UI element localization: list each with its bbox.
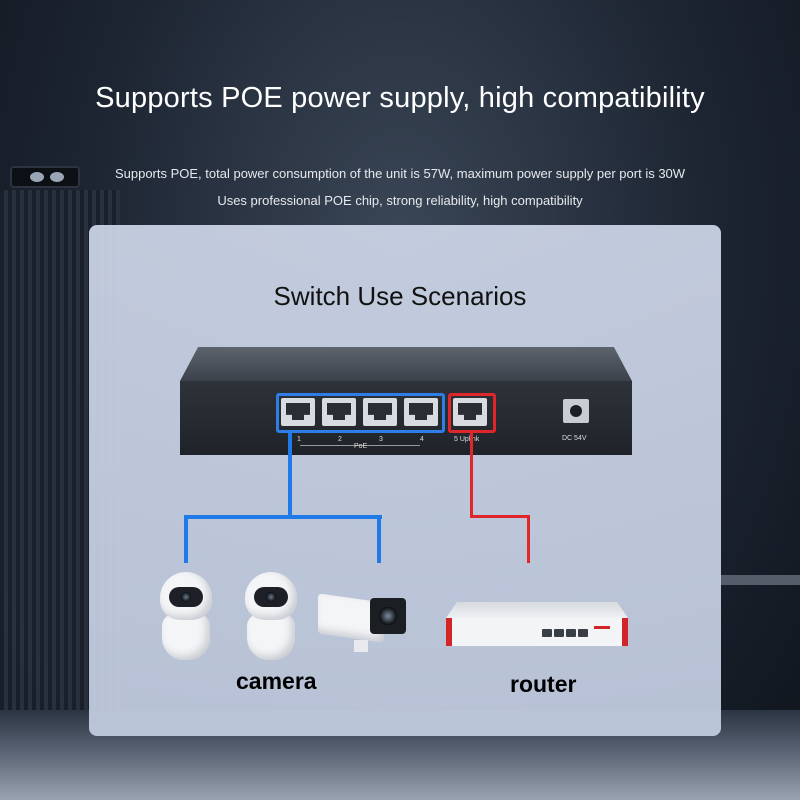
dome-camera-icon	[245, 572, 297, 662]
poe-group-line	[300, 445, 420, 446]
ethernet-port-uplink	[453, 398, 487, 426]
page-title: Supports POE power supply, high compatib…	[95, 82, 705, 114]
router-port	[542, 629, 552, 637]
router-icon	[446, 602, 628, 648]
subtitle-chip: Uses professional POE chip, strong relia…	[217, 193, 583, 208]
port-label-3: 3	[379, 436, 383, 443]
poe-wire-camera-1	[184, 515, 188, 563]
uplink-wire-drop	[470, 433, 473, 518]
bullet-camera-mount	[354, 640, 368, 652]
uplink-wire-router	[527, 515, 530, 563]
uplink-label: 5 Uplink	[454, 436, 480, 443]
router-logo	[594, 626, 610, 629]
background-shelf	[720, 575, 800, 585]
camera-lens	[254, 587, 288, 607]
poe-wire-bus	[184, 515, 382, 519]
ethernet-port-2	[322, 398, 356, 426]
router-label: router	[510, 671, 577, 697]
router-port	[566, 629, 576, 637]
bullet-camera-lens	[370, 598, 406, 634]
router-port	[578, 629, 588, 637]
port-label-4: 4	[420, 436, 424, 443]
router-port	[554, 629, 564, 637]
dome-camera-icon	[160, 572, 212, 662]
ethernet-port-3	[363, 398, 397, 426]
poe-switch: 1 2 3 4 PoE 5 Uplink DC 54V	[180, 347, 632, 455]
ethernet-port-4	[404, 398, 438, 426]
dc-power-jack	[563, 399, 589, 423]
poe-wire-camera-3	[377, 515, 381, 563]
ceiling-light	[12, 168, 78, 186]
ethernet-port-1	[281, 398, 315, 426]
port-label-2: 2	[338, 436, 342, 443]
port-label-1: 1	[297, 436, 301, 443]
camera-label: camera	[236, 668, 317, 694]
switch-top-cover	[180, 347, 632, 381]
camera-base	[247, 614, 295, 660]
poe-label: PoE	[354, 443, 368, 450]
subtitle-power: Supports POE, total power consumption of…	[114, 166, 686, 181]
poe-ports-highlight	[276, 393, 445, 433]
bullet-camera-icon	[318, 592, 408, 652]
camera-base	[162, 614, 210, 660]
router-top	[446, 602, 628, 618]
camera-lens	[169, 587, 203, 607]
dc-label: DC 54V	[562, 435, 587, 442]
poe-wire-drop	[288, 433, 292, 518]
panel-title: Switch Use Scenarios	[273, 281, 527, 311]
uplink-wire-horizontal	[470, 515, 530, 518]
router-front	[446, 618, 628, 646]
uplink-port-highlight	[448, 393, 496, 433]
